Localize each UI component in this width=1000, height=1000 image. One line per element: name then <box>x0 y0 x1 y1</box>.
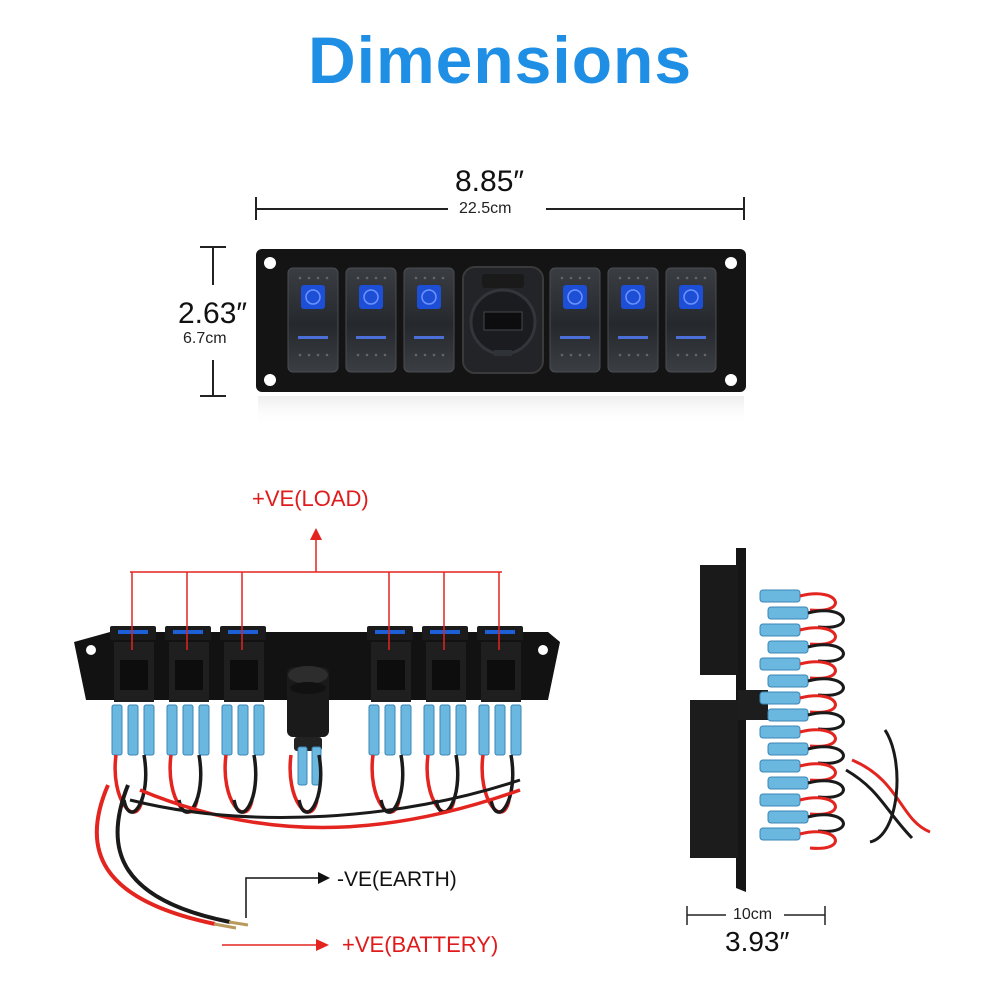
rear-switch-body <box>422 626 468 756</box>
wire-loops <box>113 754 521 830</box>
rear-switch-body <box>110 626 156 756</box>
height-cm-label: 6.7cm <box>183 330 227 347</box>
rear-switch-body <box>220 626 266 756</box>
battery-label: +VE(BATTERY) <box>342 932 499 957</box>
depth-cm-label: 10cm <box>733 906 773 923</box>
rear-switch-body <box>367 626 413 756</box>
mount-hole <box>725 374 737 386</box>
depth-dimension-line <box>686 906 826 925</box>
width-dimension-line <box>255 197 745 220</box>
voltmeter-rear-body <box>287 666 329 786</box>
rocker-switch <box>549 267 601 373</box>
mount-hole <box>264 257 276 269</box>
page-title: Dimensions <box>307 23 693 97</box>
rocker-switch <box>403 267 455 373</box>
depth-inches-label: 3.93″ <box>725 926 790 957</box>
switch-panel-side-view <box>690 548 931 892</box>
mount-hole <box>725 257 737 269</box>
rocker-switch <box>287 267 339 373</box>
rocker-switch <box>345 267 397 373</box>
battery-arrow <box>222 939 329 951</box>
rear-switch-body <box>477 626 523 756</box>
earth-arrow <box>245 872 330 918</box>
rocker-switch <box>665 267 717 373</box>
load-arrow <box>310 528 322 572</box>
rocker-switch <box>607 267 659 373</box>
width-inches-label: 8.85″ <box>455 165 525 198</box>
height-dimension-line <box>200 246 226 397</box>
height-inches-label: 2.63″ <box>178 297 248 330</box>
supply-wires <box>94 784 249 930</box>
rear-switch-body <box>165 626 211 756</box>
load-label: +VE(LOAD) <box>252 486 369 511</box>
width-cm-label: 22.5cm <box>459 200 512 217</box>
earth-label: -VE(EARTH) <box>337 868 457 891</box>
usb-voltmeter-socket <box>462 266 544 374</box>
mount-hole <box>264 374 276 386</box>
